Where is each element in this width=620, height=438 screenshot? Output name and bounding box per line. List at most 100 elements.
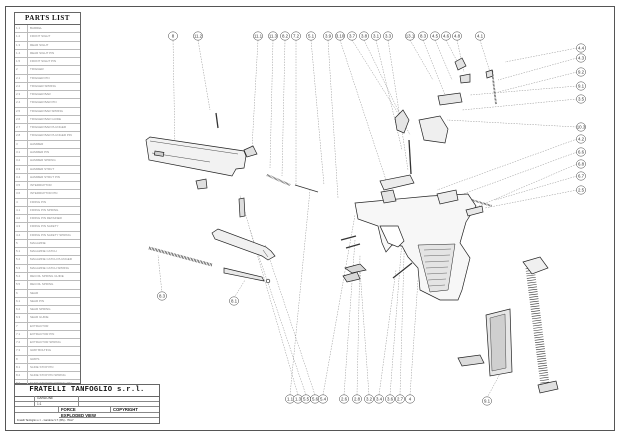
part-number: 2.4 (15, 99, 28, 107)
part-number: 7.1 (15, 330, 28, 339)
part-name: HAMMER SPRING (30, 158, 56, 163)
svg-text:13.1: 13.1 (406, 34, 415, 39)
part-name: TRIGGER SPRING (30, 83, 57, 88)
callout-top: 3.7 (347, 31, 357, 41)
callout-bottom: 4 (405, 394, 415, 404)
part-number: 3 (15, 140, 28, 148)
svg-text:3.4: 3.4 (376, 397, 383, 402)
svg-text:6.8: 6.8 (578, 162, 585, 167)
part-name: HAMMER (30, 141, 44, 146)
svg-text:9.1: 9.1 (578, 84, 585, 89)
parts-list-title: PARTS LIST (15, 13, 80, 25)
callout-right: 4.2 (576, 134, 586, 144)
callout-top: 3.8 (359, 31, 369, 41)
part-name: EXTRACTOR (30, 323, 49, 328)
svg-text:3.3: 3.3 (385, 34, 392, 39)
part-name: FIRING PIN RETAINER (30, 216, 62, 221)
magazine-spring-part (525, 267, 550, 386)
part-number: 3.5 (15, 182, 28, 190)
part-number: 5.3 (15, 264, 28, 272)
part-number: 2.2 (15, 82, 28, 91)
part-number: 6.3 (15, 314, 28, 322)
part-number: 1.5 (15, 58, 28, 66)
callout-bottom: 2.8 (352, 394, 362, 404)
callout-top: 13.1 (405, 31, 415, 41)
part-number: 2.5 (15, 107, 28, 115)
callout-top: 4.1 (475, 31, 485, 41)
svg-text:9.2: 9.2 (578, 70, 585, 75)
part-name: FRONT SIGHT PIN (30, 59, 57, 64)
svg-text:3.7: 3.7 (349, 34, 356, 39)
callout-bottom: 2.6 (339, 394, 349, 404)
part-number: 2.1 (15, 74, 28, 82)
callout-left: 8.3 (157, 291, 167, 301)
svg-text:6.7: 6.7 (578, 174, 585, 179)
svg-text:3.2: 3.2 (366, 397, 373, 402)
svg-text:3.6: 3.6 (387, 397, 394, 402)
part-name: FIRING PIN SPRING (30, 207, 59, 212)
part-number: 5 (15, 239, 28, 248)
svg-text:1.3: 1.3 (295, 397, 302, 402)
part-name: TRIGGER BAR PLUNGER (30, 125, 67, 130)
frame-part (354, 193, 477, 301)
svg-text:4.1: 4.1 (477, 34, 484, 39)
part-number: 1.4 (15, 49, 28, 58)
svg-text:8.2: 8.2 (282, 34, 289, 39)
callout-top: 3.10 (335, 31, 345, 41)
callout-top: 3.3 (383, 31, 393, 41)
part-name: GRIPS (30, 356, 40, 361)
svg-text:11.1: 11.1 (254, 34, 263, 39)
svg-text:4.5: 4.5 (432, 34, 439, 39)
part-name: TRIGGER BAR (30, 92, 51, 97)
part-name: INTERRUPTOR (30, 183, 52, 188)
callout-top: 4.8 (452, 31, 462, 41)
svg-text:4.8: 4.8 (454, 34, 461, 39)
part-number: 3.3 (15, 165, 28, 173)
part-number: 8.1 (15, 363, 28, 372)
drawing-frame (5, 6, 615, 431)
callout-top: 4.5 (430, 31, 440, 41)
part-name: SEAR GUIDE (30, 315, 49, 320)
title-block: FRATELLI TANFOGLIO s.r.l. GARDONE 1:1 FO… (14, 384, 160, 424)
part-number: 8.2 (15, 372, 28, 380)
part-number: 5.2 (15, 256, 28, 264)
callout-top: 8.2 (280, 31, 290, 41)
svg-text:8.3: 8.3 (159, 294, 166, 299)
recoil-guide-part (223, 267, 265, 282)
svg-text:8.3: 8.3 (420, 34, 427, 39)
part-number: 4.4 (15, 231, 28, 239)
svg-text:3.1: 3.1 (373, 34, 380, 39)
part-name: MAGAZINE (30, 240, 46, 245)
svg-text:5.4: 5.4 (320, 397, 327, 402)
svg-text:3.10: 3.10 (336, 34, 345, 39)
title-block-grid: GARDONE 1:1 FORCE COPYRIGHT EXPLODED VIE… (15, 396, 159, 423)
svg-text:2.8: 2.8 (354, 397, 361, 402)
callout-top: 7.2 (291, 31, 301, 41)
callout-magazine: 9.1 (482, 396, 492, 406)
part-name: HAMMER PIN (30, 149, 50, 154)
part-number: 3.1 (15, 148, 28, 157)
svg-text:10.3: 10.3 (577, 125, 586, 130)
tb-r2a (15, 402, 35, 407)
part-number: 4.1 (15, 206, 28, 215)
